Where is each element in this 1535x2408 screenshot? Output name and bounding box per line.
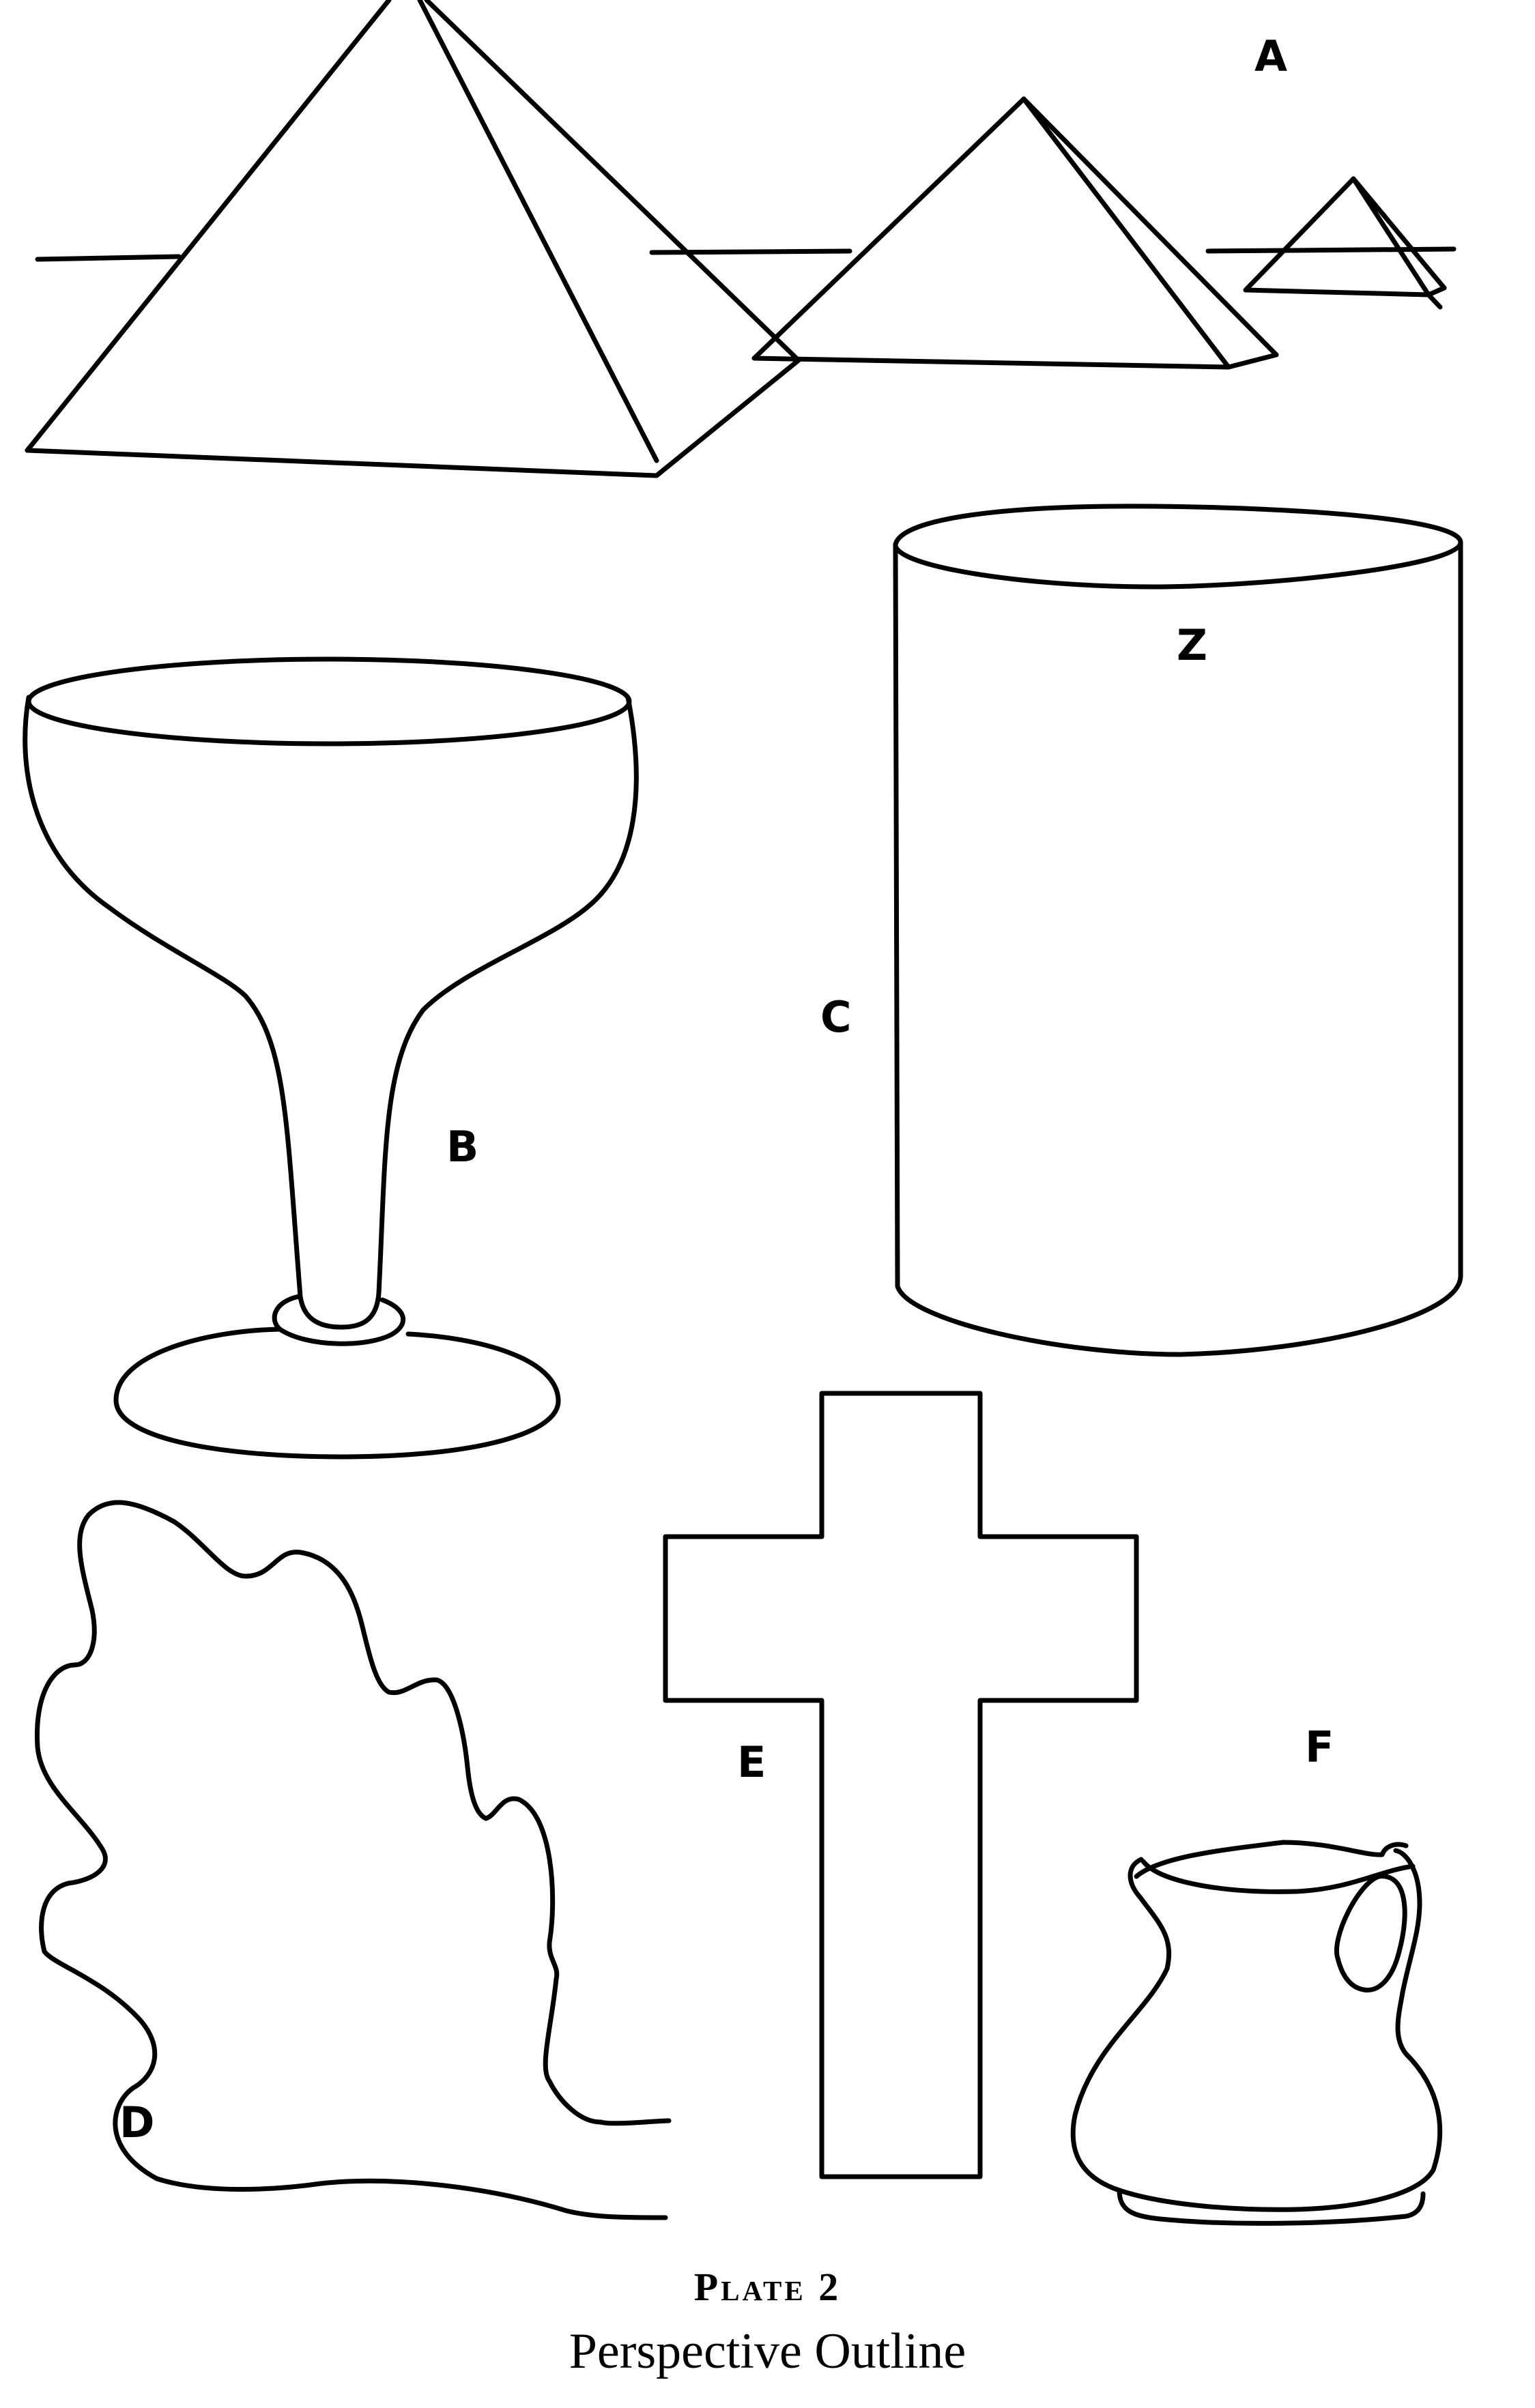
plate-title: Plate 2 (693, 2265, 842, 2309)
leaf (34, 1500, 672, 2220)
pyramid-medium (751, 96, 1279, 370)
figure-label-a: A (1254, 31, 1287, 81)
figure-label-c: C (820, 992, 852, 1042)
cross (663, 1391, 1139, 2179)
pitcher (1070, 1840, 1443, 2226)
figure-label-b: B (446, 1122, 479, 1172)
figure-label-e: E (737, 1737, 766, 1787)
plate-subtitle: Perspective Outline (569, 2323, 966, 2379)
cylinder (893, 504, 1463, 1357)
goblet (23, 656, 639, 1460)
horizon-line (35, 246, 1457, 262)
figure-label-f: F (1305, 1722, 1334, 1772)
figure-label-z: Z (1177, 620, 1207, 670)
pyramid-large (25, 0, 801, 478)
pyramid-small (1243, 176, 1447, 310)
figure-label-d: D (119, 2098, 155, 2147)
